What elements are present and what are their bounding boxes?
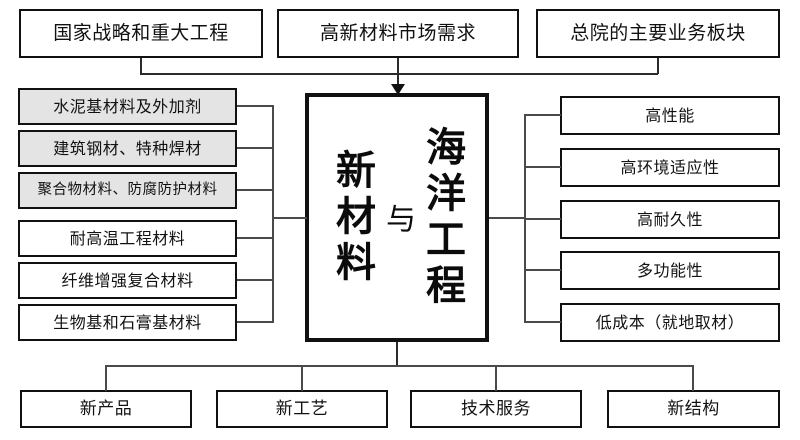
right-box-high-durability[interactable]: 高耐久性 bbox=[560, 200, 780, 239]
connector-left-stub-5 bbox=[237, 279, 274, 281]
connector-right-stub-4 bbox=[524, 269, 561, 271]
arrow-down-icon bbox=[391, 84, 405, 95]
left-box-fiber-reinforced-composites[interactable]: 纤维增强复合材料 bbox=[18, 262, 237, 299]
bottom-box-new-products[interactable]: 新产品 bbox=[20, 390, 192, 428]
bottom-box-new-structures[interactable]: 新结构 bbox=[607, 390, 780, 428]
top-box-national-strategy[interactable]: 国家战略和重大工程 bbox=[19, 9, 263, 58]
top-box-business-sectors-label: 总院的主要业务板块 bbox=[570, 22, 746, 45]
bottom-box-new-structures-label: 新结构 bbox=[667, 398, 720, 419]
bottom-box-new-products-label: 新产品 bbox=[79, 398, 133, 419]
right-box-low-cost[interactable]: 低成本（就地取材） bbox=[560, 303, 780, 342]
left-box-cement-materials[interactable]: 水泥基材料及外加剂 bbox=[18, 88, 237, 125]
connector-left-spine bbox=[272, 105, 274, 323]
right-box-high-performance[interactable]: 高性能 bbox=[560, 96, 780, 135]
connector-left-stub-2 bbox=[237, 147, 274, 149]
right-box-low-cost-label: 低成本（就地取材） bbox=[595, 312, 745, 332]
right-box-high-durability-label: 高耐久性 bbox=[636, 209, 703, 229]
top-box-national-strategy-label: 国家战略和重大工程 bbox=[53, 22, 229, 45]
connector-top-bus bbox=[140, 73, 658, 75]
center-text-marine-engineering: 海洋工程 bbox=[419, 125, 465, 310]
connector-top-stem-1 bbox=[140, 58, 142, 74]
bottom-box-new-processes[interactable]: 新工艺 bbox=[216, 390, 388, 428]
bottom-box-new-processes-label: 新工艺 bbox=[275, 398, 329, 419]
left-box-cement-materials-label: 水泥基材料及外加剂 bbox=[53, 96, 202, 116]
right-box-multifunctionality[interactable]: 多功能性 bbox=[560, 251, 780, 290]
connector-bottom-stem-2 bbox=[301, 365, 303, 391]
connector-left-stub-6 bbox=[237, 321, 274, 323]
connector-left-stub-3 bbox=[237, 189, 274, 191]
center-box-new-materials-and-marine-engineering[interactable]: 海洋工程 与 新材料 bbox=[305, 93, 489, 342]
connector-right-stub-1 bbox=[524, 114, 561, 116]
top-box-market-demand-label: 高新材料市场需求 bbox=[319, 22, 476, 45]
connector-right-stub-3 bbox=[524, 218, 561, 220]
connector-bottom-stem-1 bbox=[105, 365, 107, 391]
connector-bottom-stem-3 bbox=[495, 365, 497, 391]
connector-right-stub-2 bbox=[524, 166, 561, 168]
right-box-multifunctionality-label: 多功能性 bbox=[636, 260, 703, 280]
top-box-market-demand[interactable]: 高新材料市场需求 bbox=[277, 9, 519, 58]
connector-right-spine bbox=[524, 114, 526, 322]
top-box-business-sectors[interactable]: 总院的主要业务板块 bbox=[536, 9, 780, 58]
connector-bottom-bus bbox=[105, 365, 693, 367]
left-box-polymer-anticorrosion-materials-label: 聚合物材料、防腐防护材料 bbox=[37, 181, 218, 198]
left-box-steel-welding-materials[interactable]: 建筑钢材、特种焊材 bbox=[18, 130, 237, 167]
connector-top-into-center bbox=[397, 73, 399, 87]
bottom-box-technical-services[interactable]: 技术服务 bbox=[410, 390, 582, 428]
left-box-polymer-anticorrosion-materials[interactable]: 聚合物材料、防腐防护材料 bbox=[18, 172, 237, 209]
right-box-high-environmental-adaptability-label: 高环境适应性 bbox=[620, 157, 720, 177]
left-box-steel-welding-materials-label: 建筑钢材、特种焊材 bbox=[53, 138, 202, 158]
connector-right-stub-5 bbox=[524, 321, 561, 323]
connector-left-stub-4 bbox=[237, 237, 274, 239]
connector-center-to-right bbox=[489, 217, 525, 219]
connector-center-to-bottom-stem bbox=[396, 342, 398, 366]
bottom-box-technical-services-label: 技术服务 bbox=[461, 398, 531, 419]
left-box-high-temperature-materials-label: 耐高温工程材料 bbox=[69, 228, 186, 248]
center-text-conjunction: 与 bbox=[380, 202, 415, 233]
left-box-fiber-reinforced-composites-label: 纤维增强复合材料 bbox=[61, 270, 194, 290]
left-box-high-temperature-materials[interactable]: 耐高温工程材料 bbox=[18, 220, 237, 257]
connector-top-stem-3 bbox=[657, 58, 659, 74]
center-text-new-materials: 新材料 bbox=[329, 148, 375, 287]
left-box-biobased-gypsum-materials-label: 生物基和石膏基材料 bbox=[53, 312, 202, 332]
left-box-biobased-gypsum-materials[interactable]: 生物基和石膏基材料 bbox=[18, 304, 237, 341]
connector-top-stem-2 bbox=[397, 58, 399, 74]
right-box-high-performance-label: 高性能 bbox=[645, 105, 695, 125]
connector-left-stub-1 bbox=[237, 105, 274, 107]
right-box-high-environmental-adaptability[interactable]: 高环境适应性 bbox=[560, 148, 780, 187]
connector-bottom-stem-4 bbox=[692, 365, 694, 391]
connector-left-to-center bbox=[272, 217, 307, 219]
